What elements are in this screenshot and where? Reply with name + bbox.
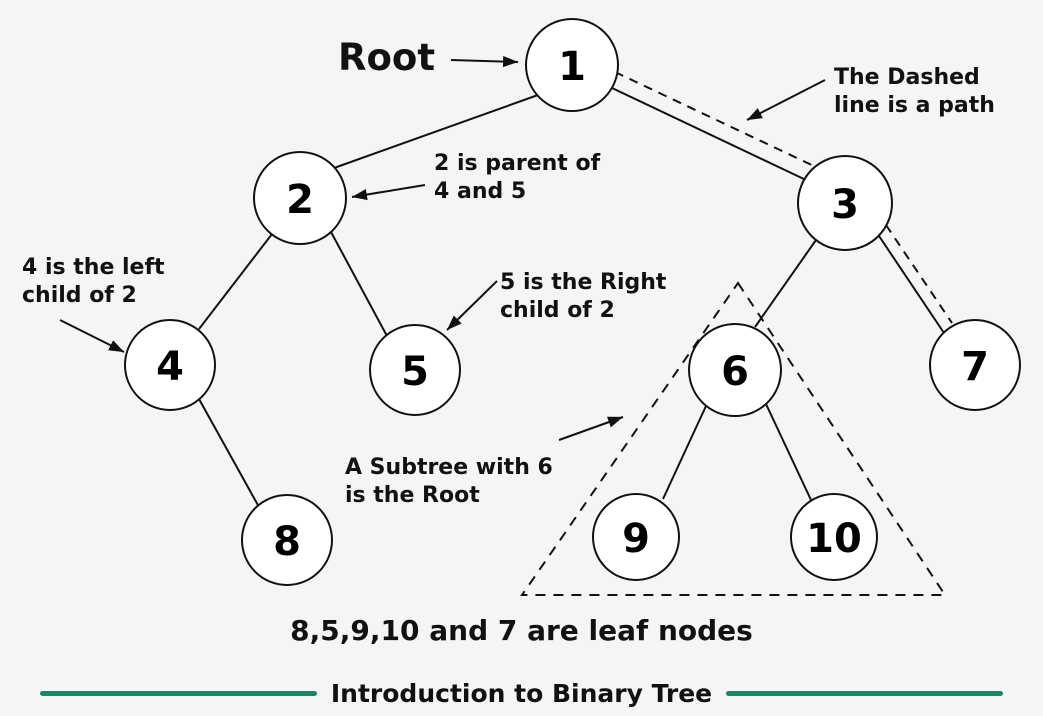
node-5-label: 5: [401, 349, 429, 395]
pointer-dashed-path: [746, 79, 826, 121]
tree-node-5[interactable]: 5: [369, 324, 461, 416]
tree-node-9[interactable]: 9: [592, 493, 680, 581]
dashed-path-1-3-7: [614, 71, 953, 324]
tree-node-3[interactable]: 3: [797, 155, 893, 251]
node-9-circle[interactable]: [592, 493, 680, 581]
annotation-pointers: [59, 55, 826, 441]
leaf-nodes-caption: 8,5,9,10 and 7 are leaf nodes: [290, 614, 753, 647]
footer-title: Introduction to Binary Tree: [330, 678, 713, 708]
edge-4-8: [198, 398, 260, 508]
annotation-left-child: 4 is the left child of 2: [22, 255, 165, 309]
node-9-label: 9: [622, 516, 650, 562]
footer-rule-left: [40, 690, 317, 696]
tree-node-7[interactable]: 7: [929, 319, 1021, 411]
tree-nodes: 1 2 3 4 5 6 7: [124, 18, 1021, 586]
footer-rule-right: [726, 690, 1004, 696]
edge-2-5: [330, 231, 388, 337]
pointer-right-child-to-node5: [446, 280, 498, 331]
edge-2-4: [198, 233, 273, 330]
node-8-label: 8: [273, 519, 301, 565]
pointer-parent-to-node2: [351, 184, 426, 201]
annotation-dashed-path: The Dashed line is a path: [834, 65, 995, 119]
pointer-left-child-to-node4: [59, 319, 125, 353]
edge-6-10: [765, 403, 812, 501]
node-1-label: 1: [558, 44, 586, 90]
tree-node-10[interactable]: 10: [790, 493, 878, 581]
annotation-right-child: 5 is the Right child of 2: [500, 270, 667, 324]
root-label: Root: [338, 36, 436, 79]
tree-node-8[interactable]: 8: [241, 494, 333, 586]
annotation-subtree: A Subtree with 6 is the Root: [345, 455, 553, 509]
diagram-footer: Introduction to Binary Tree: [0, 670, 1043, 716]
pointer-root-to-node1: [450, 55, 519, 68]
node-4-label: 4: [156, 344, 184, 390]
node-3-circle[interactable]: [797, 155, 893, 251]
pointer-subtree-to-triangle: [558, 416, 624, 441]
tree-edges: [198, 87, 945, 508]
annotation-parent-of: 2 is parent of 4 and 5: [434, 151, 601, 205]
node-10-label: 10: [806, 516, 862, 562]
node-7-label: 7: [961, 344, 989, 390]
node-6-label: 6: [721, 349, 749, 395]
edge-1-2: [333, 94, 539, 169]
edge-3-6: [754, 239, 817, 328]
tree-node-1[interactable]: 1: [525, 18, 619, 112]
edge-6-9: [662, 405, 707, 500]
dashed-path-segment-1-3: [614, 71, 819, 169]
dashed-path-segment-3-7: [885, 224, 953, 324]
node-2-circle[interactable]: [253, 151, 347, 245]
edge-1-3: [611, 87, 807, 181]
edge-3-7: [878, 235, 945, 334]
tree-node-2[interactable]: 2: [253, 151, 347, 245]
subtree-triangle: [520, 281, 947, 596]
tree-node-4[interactable]: 4: [124, 319, 216, 411]
node-8-circle[interactable]: [241, 494, 333, 586]
node-2-label: 2: [286, 177, 314, 223]
node-10-circle[interactable]: [790, 493, 878, 581]
node-7-circle[interactable]: [929, 319, 1021, 411]
node-1-circle[interactable]: [525, 18, 619, 112]
node-3-label: 3: [831, 182, 859, 228]
node-6-circle[interactable]: [688, 323, 782, 417]
node-4-circle[interactable]: [124, 319, 216, 411]
tree-node-6[interactable]: 6: [688, 323, 782, 417]
node-5-circle[interactable]: [369, 324, 461, 416]
